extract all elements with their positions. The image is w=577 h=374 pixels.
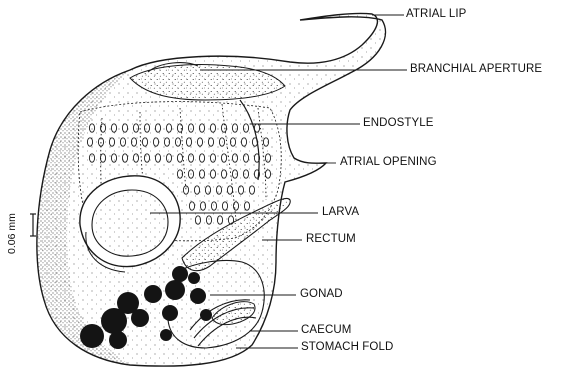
label-larva: LARVA — [322, 206, 359, 218]
label-caecum: CAECUM — [301, 324, 351, 336]
label-endostyle: ENDOSTYLE — [363, 117, 434, 129]
larva-body — [92, 190, 168, 256]
label-rectum: RECTUM — [306, 233, 356, 245]
label-stomach-fold: STOMACH FOLD — [301, 341, 393, 353]
label-gonad: GONAD — [300, 288, 343, 300]
label-atrial-lip: ATRIAL LIP — [406, 8, 466, 20]
scale-bar — [30, 214, 36, 236]
scale-bar-label: 0.06 mm — [6, 213, 18, 254]
label-branchial-aperture: BRANCHIAL APERTURE — [410, 63, 542, 75]
label-atrial-opening: ATRIAL OPENING — [340, 156, 437, 168]
